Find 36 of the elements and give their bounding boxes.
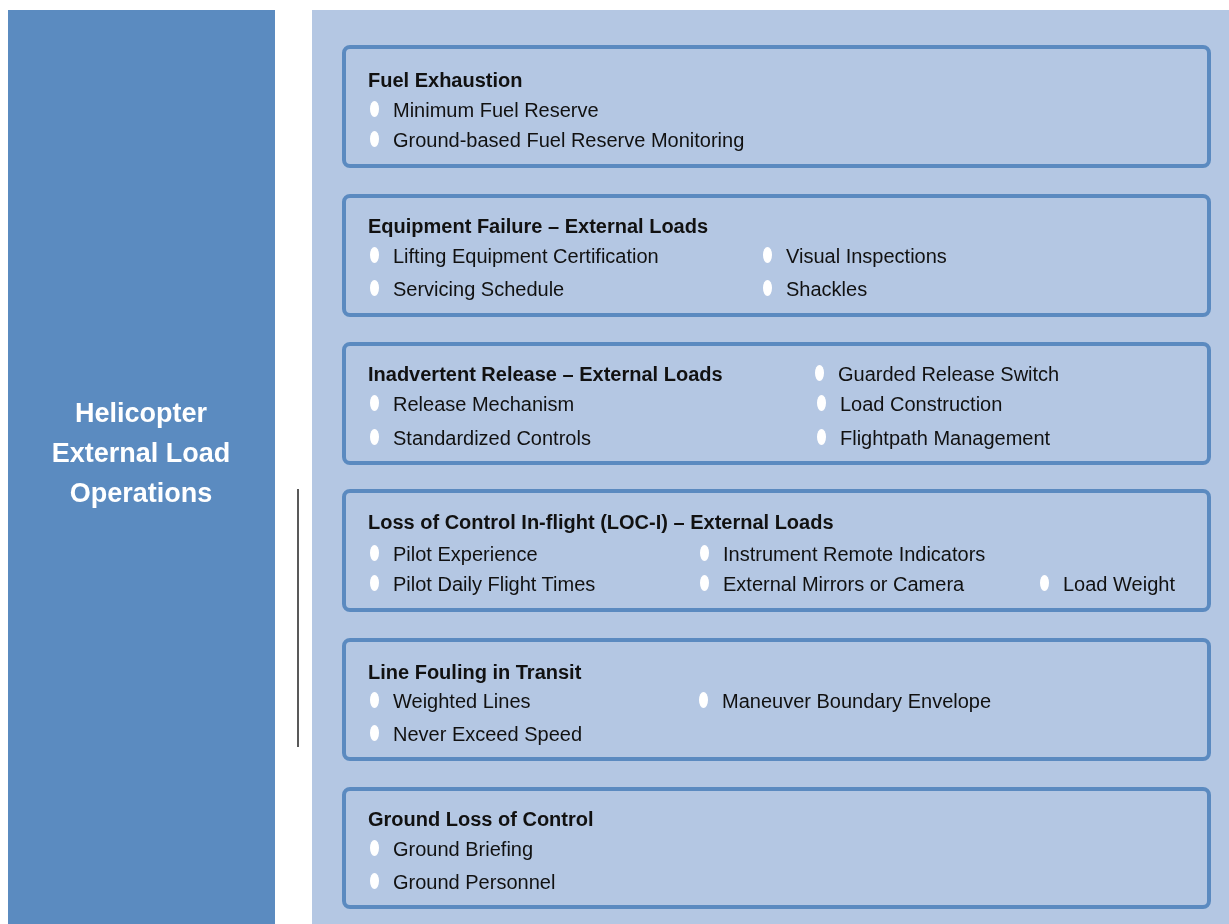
bullet-item: Visual Inspections (786, 244, 947, 268)
bullet-item: Servicing Schedule (393, 277, 565, 301)
bullet-item: Load Construction (840, 392, 1003, 416)
category-card (342, 787, 1211, 909)
bullet-item: Lifting Equipment Certification (393, 244, 659, 268)
category-card (342, 342, 1211, 465)
bullet-item: Flightpath Management (840, 426, 1051, 450)
bullet-item: Ground-based Fuel Reserve Monitoring (393, 128, 745, 152)
bullet-item: Pilot Experience (393, 542, 538, 566)
card-heading: Equipment Failure – External Loads (368, 214, 709, 238)
bullet-item: Maneuver Boundary Envelope (722, 689, 992, 713)
title-band (8, 10, 275, 924)
bullet-item: Weighted Lines (393, 689, 531, 713)
card-heading: Line Fouling in Transit (368, 660, 582, 684)
card-heading: Inadvertent Release – External Loads (368, 362, 723, 386)
card-heading: Loss of Control In-flight (LOC-I) – External Loads (368, 510, 834, 534)
band-title: Helicopter External Load Operations (50, 397, 232, 510)
bullet-item: Pilot Daily Flight Times (393, 572, 596, 596)
bullet-item: External Mirrors or Camera (723, 572, 965, 596)
category-card (342, 45, 1211, 168)
bullet-item: Shackles (786, 277, 868, 301)
bullet-item: Ground Personnel (393, 870, 556, 894)
bullet-item: Never Exceed Speed (393, 722, 582, 746)
card-heading: Ground Loss of Control (368, 807, 594, 831)
category-card (342, 638, 1211, 761)
category-card (342, 489, 1211, 612)
panel-background (312, 10, 1229, 924)
category-card (342, 194, 1211, 317)
bullet-item: Ground Briefing (393, 837, 534, 861)
bullet-item: Load Weight (1063, 572, 1175, 596)
bullet-item: Instrument Remote Indicators (723, 542, 986, 566)
bullet-item: Minimum Fuel Reserve (393, 98, 599, 122)
bullet-item: Release Mechanism (393, 392, 575, 416)
card-heading: Fuel Exhaustion (368, 68, 523, 92)
bullet-item: Standardized Controls (393, 426, 591, 450)
bullet-item: Guarded Release Switch (838, 362, 1060, 386)
